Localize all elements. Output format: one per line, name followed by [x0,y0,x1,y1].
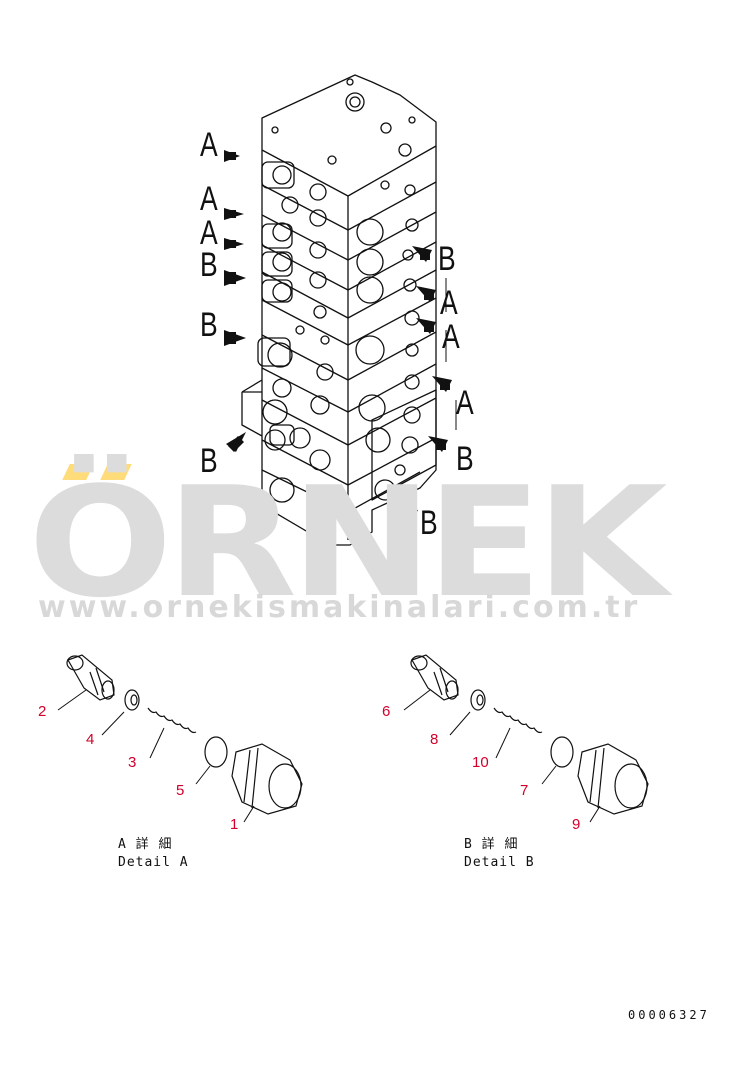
callout-left-2: A [200,180,218,218]
callout-right-3: A [442,318,460,356]
watermark-url: www.ornekismakinalari.com.tr [38,590,641,625]
part-number-8: 8 [430,731,439,748]
detail-b-title-en: Detail B [464,855,535,870]
detail-a-title-en: Detail A [118,855,189,870]
callout-right-4: A [456,384,474,422]
callout-left-4: B [200,246,218,284]
detail-a-title-jp: A 詳 細 [118,837,173,852]
callout-left-3: A [200,214,218,252]
part-number-3: 3 [128,754,137,771]
callout-left-6: B [200,442,218,480]
part-number-7: 7 [520,782,529,799]
callout-right-6: B [420,504,438,542]
drawing-code: 00006327 [628,1008,710,1022]
part-number-9: 9 [572,816,581,833]
part-number-6: 6 [382,703,391,720]
part-number-4: 4 [86,731,95,748]
callout-right-1: B [438,240,456,278]
part-number-2: 2 [38,703,47,720]
part-number-1: 1 [230,816,239,833]
callout-left-5: B [200,306,218,344]
watermark-brand: ÖRNEK [28,454,668,631]
callout-right-5: B [456,440,474,478]
part-number-5: 5 [176,782,185,799]
detail-b-title-jp: B 詳 細 [464,837,519,852]
callout-left-1: A [200,126,218,164]
part-number-10: 10 [472,754,489,771]
callout-right-2: A [440,284,458,322]
